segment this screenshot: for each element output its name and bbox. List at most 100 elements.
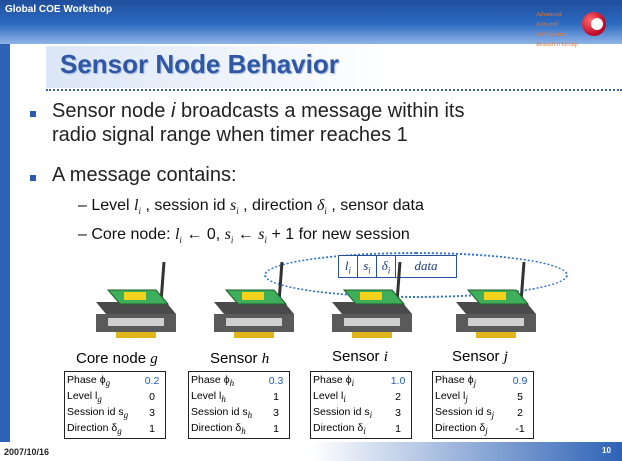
subscript: i: [230, 235, 234, 246]
sensor-device-icon: [96, 262, 176, 338]
var: j: [503, 349, 508, 365]
cell: Session id sg: [66, 405, 140, 421]
logo-icon: [582, 12, 606, 36]
cell: Phase ϕi: [312, 373, 386, 389]
var: g: [150, 351, 158, 367]
cell-value: 3: [395, 407, 401, 420]
footer-bar: [0, 442, 622, 461]
cell: Session id sj: [434, 405, 508, 421]
bullet-1: Sensor node i broadcasts a message withi…: [52, 99, 572, 147]
cell-text: Phase ϕ: [67, 374, 106, 386]
table-row: Direction δg 1: [66, 421, 164, 437]
cell-sub: j: [485, 426, 488, 437]
cell-text: Session id s: [191, 406, 248, 419]
sensor-device-icon: [214, 262, 294, 338]
cell-text: Session id s: [67, 406, 124, 419]
cell-value: 1: [149, 423, 155, 436]
workshop-label: Global COE Workshop: [5, 4, 113, 15]
text: + 1 for new session: [267, 226, 410, 243]
table-row: Level lg 0: [66, 389, 164, 405]
cell-text: Phase ϕ: [191, 374, 230, 386]
bullet-marker: [30, 175, 36, 181]
var: i: [383, 349, 388, 365]
bullet-1-text-b: broadcasts a message within its: [175, 100, 465, 122]
cell-value: 0: [149, 391, 155, 404]
cell-value: 1: [273, 391, 279, 404]
dash: –: [78, 197, 92, 214]
text: Core node:: [91, 226, 175, 243]
field-sub: i: [368, 265, 371, 276]
cell: Direction δg: [66, 421, 140, 437]
table-row: Phase ϕj 0.9: [434, 373, 532, 389]
cell: Session id si: [312, 405, 386, 421]
message-field-data: data: [396, 256, 456, 277]
cell: Phase ϕg: [66, 373, 140, 389]
cell: Direction δi: [312, 421, 386, 437]
cell-text: Level l: [313, 390, 344, 403]
cell: Phase ϕj: [434, 373, 508, 389]
cell: Level li: [312, 389, 386, 405]
cell: Phase ϕh: [190, 373, 264, 389]
message-field-session: si: [358, 256, 377, 277]
phase-value: 0.9: [512, 375, 528, 388]
cell: Session id sh: [190, 405, 264, 421]
cell: Level lj: [434, 389, 508, 405]
node-label-i: Sensor i: [332, 348, 388, 366]
subscript: i: [236, 206, 239, 217]
cell: Direction δj: [434, 421, 508, 437]
cell-text: Direction δ: [435, 422, 486, 435]
title-area: Sensor Node Behavior: [46, 46, 386, 88]
field-text: data: [414, 258, 438, 273]
node-state-table-j: Phase ϕj 0.9 Level lj 5 Session id sj 2 Dir…: [432, 371, 534, 440]
title-background: [46, 46, 386, 88]
phase-value: 0.3: [268, 375, 284, 388]
field-text: δ: [381, 258, 388, 273]
text: ← 0,: [181, 226, 225, 243]
logo-line-4: Research Group: [536, 41, 579, 48]
text: Sensor: [210, 350, 262, 367]
bullet-1-var: i: [170, 100, 176, 122]
field-sub: i: [387, 265, 391, 276]
cell-value: 2: [517, 407, 523, 420]
subscript: i: [264, 235, 267, 246]
sensor-device-icon: [456, 262, 536, 338]
text: ←: [233, 226, 259, 243]
cell-text: Session id s: [313, 406, 370, 419]
text: Core node: [76, 350, 151, 367]
table-row: Phase ϕh 0.3: [190, 373, 288, 389]
slide-date: 2007/10/16: [4, 447, 50, 457]
cell-sub: i: [343, 394, 346, 405]
var-delta: δ: [316, 197, 325, 214]
text: Sensor: [332, 348, 384, 365]
logo-line-1: Advanced: [536, 11, 562, 18]
top-banner: [0, 0, 622, 44]
cell-sub: i: [363, 426, 366, 437]
cell-value: -1: [515, 423, 525, 436]
sub-bullet-1: – Level li , session id si , direction δ…: [78, 197, 424, 216]
bullet-1-text-a: Sensor node: [52, 100, 171, 122]
cell: Level lg: [66, 389, 140, 405]
slide-title: Sensor Node Behavior: [60, 49, 339, 79]
cell-text: Direction δ: [191, 422, 242, 435]
cell-value: 2: [395, 391, 401, 404]
var-l: l: [134, 197, 139, 214]
table-row: Level lj 5: [434, 389, 532, 405]
cell-sub: h: [241, 426, 246, 437]
var-s: s: [229, 197, 237, 214]
cell-sub: j: [491, 410, 495, 421]
subscript: i: [179, 235, 182, 246]
table-row: Session id sj 2: [434, 405, 532, 421]
table-row: Session id si 3: [312, 405, 410, 421]
cell-value: 5: [517, 391, 523, 404]
cell-sub: g: [105, 378, 111, 389]
text: , session id: [141, 197, 230, 214]
cell-text: Level l: [191, 390, 222, 403]
